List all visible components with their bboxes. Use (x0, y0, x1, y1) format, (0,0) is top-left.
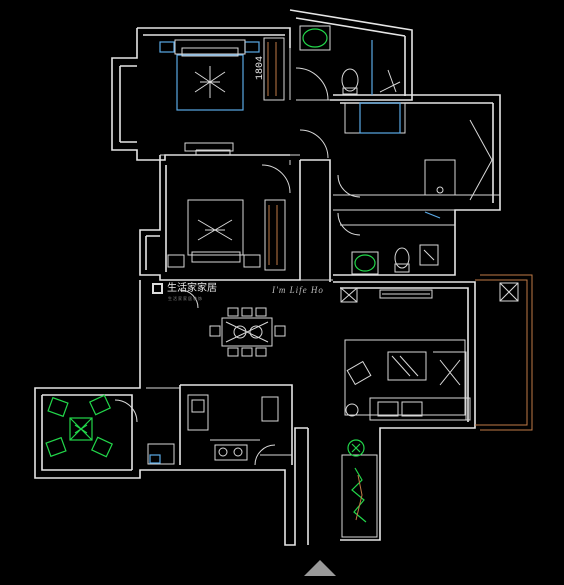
brand-name: 生活家家居 (167, 282, 217, 294)
brand-logo: 生活家家居 (152, 283, 217, 294)
armchair (346, 360, 372, 386)
dining-table (209, 307, 286, 357)
guest-bathroom (351, 244, 439, 275)
living-rug (344, 339, 466, 416)
doors (114, 67, 361, 466)
sofa (369, 351, 471, 421)
tv-cabinet (379, 289, 433, 299)
master-window-seat (184, 142, 234, 152)
second-bed (167, 199, 261, 268)
entrance-arrow (304, 560, 336, 576)
master-wardrobe (263, 37, 285, 101)
balcony-table-set (45, 394, 114, 458)
brand-tagline: 生活家家居装饰 (168, 296, 203, 301)
kitchen (147, 394, 279, 465)
coffee-table (387, 351, 427, 381)
garden-strip (341, 439, 378, 538)
interior-walls (146, 48, 500, 456)
second-wardrobe (264, 199, 286, 271)
master-bathroom (299, 25, 401, 95)
watermark-text: I'm Life Ho (272, 285, 324, 295)
logo-icon (152, 283, 163, 294)
side-plants (340, 287, 359, 417)
dimension-label: 1804 (255, 56, 266, 80)
utility-room (344, 102, 493, 219)
living-balcony (475, 274, 533, 431)
master-bed (159, 39, 260, 111)
